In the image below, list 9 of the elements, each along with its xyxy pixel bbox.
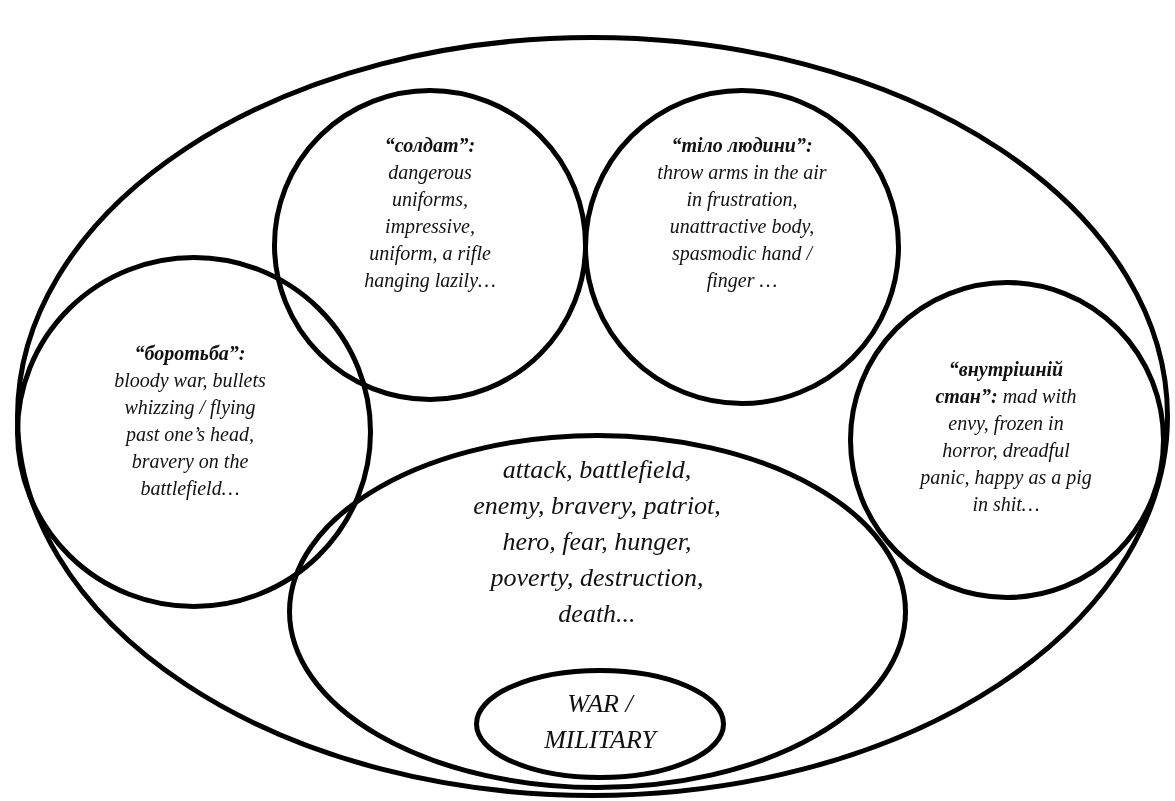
- circle-heading: “тіло людини”:: [670, 133, 814, 158]
- circle-heading: “солдат”:: [383, 133, 477, 158]
- ellipse-text: “внутрішній стан”: mad with envy, frozen in horror, dreadful panic, happy as a pig in shit…: [920, 357, 1092, 517]
- circle-description: dangerous uniforms, impressive, uniform, a rifle hanging lazily…: [363, 160, 497, 294]
- circle-description: bloody war, bullets whizzing / flying past one’s head, bravery on the battlefield…: [113, 368, 267, 502]
- ellipse-text: attack, battlefield, enemy, bravery, patriot, hero, fear, hunger, poverty, destruction, death...: [472, 454, 722, 630]
- ellipse-text: WAR / MILITARY: [543, 688, 659, 756]
- circle-heading: “боротьба”:: [133, 341, 247, 367]
- circle-description: throw arms in the air in frustration, unattractive body, spasmodic hand / finger …: [657, 160, 827, 294]
